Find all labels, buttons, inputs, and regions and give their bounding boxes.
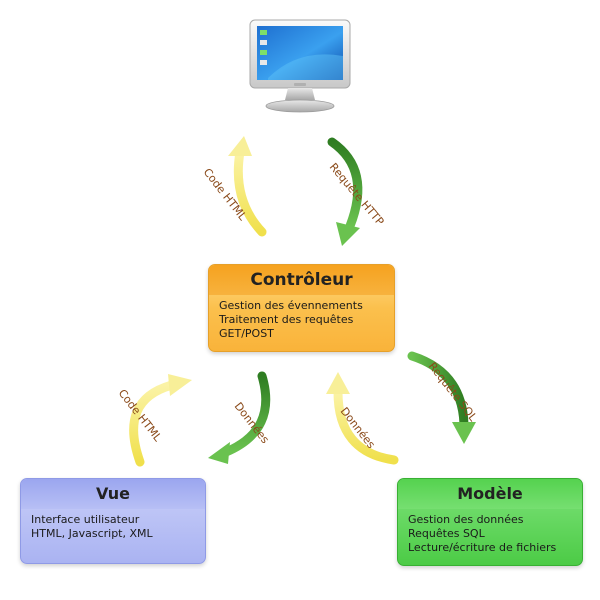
arrow-model-to-controller (326, 372, 399, 465)
model-box: Modèle Gestion des données Requêtes SQL … (397, 478, 583, 566)
view-title: Vue (21, 479, 205, 509)
model-line: Lecture/écriture de fichiers (408, 541, 557, 554)
arrow-controller-to-model (407, 351, 476, 444)
view-line: Interface utilisateur (31, 513, 140, 526)
controller-line: Traitement des requêtes (219, 313, 354, 326)
monitor-icon (249, 19, 351, 113)
controller-title: Contrôleur (209, 265, 394, 295)
controller-description: Gestion des évennements Traitement des r… (209, 295, 394, 341)
view-line: HTML, Javascript, XML (31, 527, 153, 540)
controller-box: Contrôleur Gestion des évennements Trait… (208, 264, 395, 352)
model-title: Modèle (398, 479, 582, 509)
model-line: Gestion des données (408, 513, 524, 526)
arrow-client-to-controller (327, 137, 363, 246)
arrow-controller-to-view (208, 371, 271, 464)
controller-line: Gestion des évennements (219, 299, 363, 312)
model-description: Gestion des données Requêtes SQL Lecture… (398, 509, 582, 555)
arrow-view-to-controller (129, 374, 192, 467)
model-line: Requêtes SQL (408, 527, 485, 540)
arrow-controller-to-client (228, 136, 267, 237)
view-box: Vue Interface utilisateur HTML, Javascri… (20, 478, 206, 564)
controller-line: GET/POST (219, 327, 274, 340)
view-description: Interface utilisateur HTML, Javascript, … (21, 509, 205, 541)
label-controller-to-model: Requête SQL (426, 360, 480, 425)
